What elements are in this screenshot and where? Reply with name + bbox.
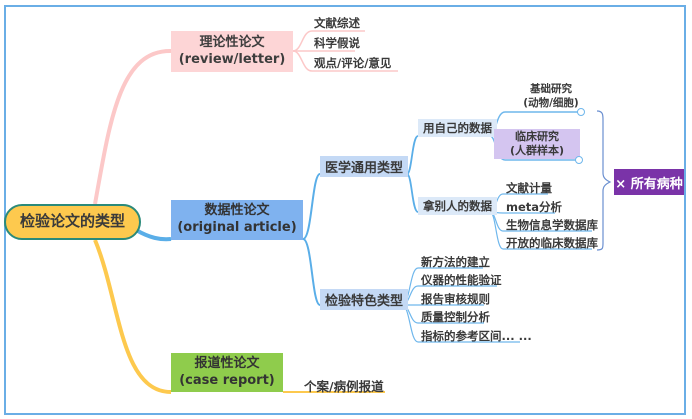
branch-report-title: 报道性论文: [194, 355, 260, 371]
leaf-lab-4[interactable]: 质量控制分析: [421, 310, 490, 324]
leaf-theory-2[interactable]: 科学假说: [314, 36, 360, 50]
leaf-basic-research[interactable]: 基础研究 (动物/细胞): [520, 83, 582, 110]
leaf-clinical-sub: (人群样本): [509, 144, 565, 157]
leaf-theory-3[interactable]: 观点/评论/意见: [314, 56, 392, 70]
leaf-clinical-research[interactable]: 临床研究 (人群样本): [494, 129, 580, 159]
root-node[interactable]: 检验论文的类型: [4, 204, 141, 240]
leaf-lab-5[interactable]: 指标的参考区间... ...: [421, 329, 532, 343]
branch-report[interactable]: 报道性论文 (case report): [171, 353, 283, 392]
link-root-theory: [93, 48, 172, 205]
leaf-clinical-title: 临床研究: [515, 130, 559, 144]
leaf-lab-2[interactable]: 仪器的性能验证: [421, 273, 502, 287]
leaf-others-2[interactable]: meta分析: [506, 200, 563, 214]
branch-data-title: 数据性论文: [204, 203, 270, 219]
branch-theory[interactable]: 理论性论文 (review/letter): [171, 31, 293, 72]
branch-theory-title: 理论性论文: [199, 34, 265, 50]
links-data-sub: [302, 173, 322, 306]
link-root-report: [93, 239, 172, 394]
leaf-lab-3[interactable]: 报告审核规则: [421, 292, 490, 306]
leaf-others-4[interactable]: 开放的临床数据库: [506, 236, 598, 250]
leaf-theory-1[interactable]: 文献综述: [314, 16, 360, 30]
leaf-others-1[interactable]: 文献计量: [506, 181, 552, 195]
branch-data[interactable]: 数据性论文 (original article): [171, 200, 303, 240]
branch-theory-subtitle: (review/letter): [178, 51, 286, 67]
summary-brace: [596, 110, 612, 251]
summary-tag-all-diseases[interactable]: × 所有病种: [614, 169, 684, 195]
collapse-dot-basic[interactable]: [577, 108, 585, 116]
leaf-lab-1[interactable]: 新方法的建立: [421, 255, 490, 269]
sub-lab[interactable]: 检验特色类型: [320, 289, 409, 310]
links-general: [406, 135, 419, 213]
leaf-report-1[interactable]: 个案/病例报道: [304, 379, 384, 394]
link-root-data: [135, 228, 172, 242]
leaf-others-3[interactable]: 生物信息学数据库: [506, 218, 598, 232]
leaf-basic-sub: (动物/细胞): [523, 96, 579, 109]
sub-general[interactable]: 医学通用类型: [320, 156, 409, 177]
branch-report-subtitle: (case report): [179, 372, 275, 388]
branch-data-subtitle: (original article): [177, 220, 297, 235]
leaf-basic-title: 基础研究: [530, 83, 572, 95]
collapse-dot-clinical[interactable]: [575, 156, 583, 164]
sub-others-data[interactable]: 拿别人的数据: [418, 197, 497, 215]
sub-own-data[interactable]: 用自己的数据: [418, 119, 497, 137]
root-label: 检验论文的类型: [19, 212, 125, 231]
links-theory-leaves: [292, 30, 398, 72]
